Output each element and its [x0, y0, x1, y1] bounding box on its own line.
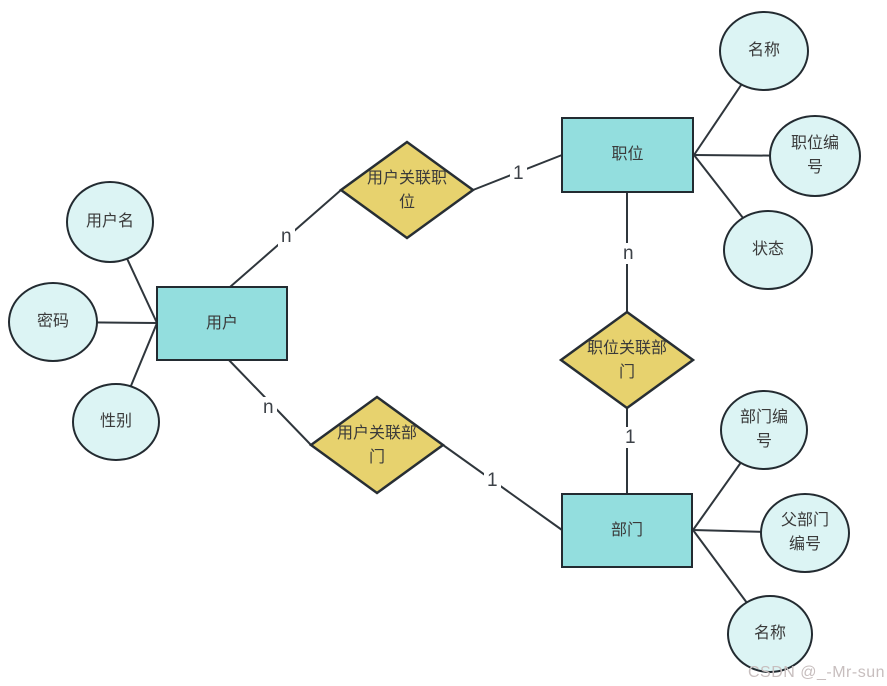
cardinality-department-to-rel-user-department: 1 — [484, 470, 501, 491]
attribute-position-status: 状态 — [723, 210, 813, 290]
attribute-department-id: 部门编 号 — [720, 390, 808, 470]
attribute-username: 用户名 — [66, 181, 154, 263]
csdn-watermark: CSDN @_-Mr-sun — [747, 664, 885, 681]
attribute-department-name: 名称 — [727, 595, 813, 673]
relationship-user-department-shape — [308, 395, 446, 495]
relationship-user-position-shape — [338, 140, 476, 240]
cardinality-position-to-rel-position-department: n — [620, 243, 637, 264]
cardinality-department-to-rel-position-department: 1 — [622, 427, 639, 448]
relationship-user-department-label: 用户关联部 门 — [336, 425, 417, 466]
attribute-password-label: 密码 — [36, 313, 69, 330]
cardinality-user-to-rel-user-position: n — [278, 226, 295, 247]
attribute-department-id-label: 部门编 号 — [739, 409, 788, 450]
attribute-parent-department-id: 父部门 编号 — [760, 493, 850, 573]
relationship-user-position-label: 用户关联职 位 — [366, 170, 447, 211]
entity-department-label: 部门 — [610, 521, 643, 539]
entity-user-label: 用户 — [205, 314, 238, 332]
attribute-username-label: 用户名 — [85, 213, 134, 230]
attribute-position-id-label: 职位编 号 — [790, 135, 839, 176]
attribute-position-name: 名称 — [719, 11, 809, 91]
cardinality-position-to-rel-user-position: 1 — [510, 163, 527, 184]
attribute-gender: 性别 — [72, 383, 160, 461]
attribute-position-name-label: 名称 — [747, 42, 780, 59]
attribute-gender-label: 性别 — [99, 413, 132, 430]
attribute-department-name-label: 名称 — [753, 625, 786, 642]
entity-position: 职位 — [561, 117, 694, 193]
attribute-parent-department-id-label: 父部门 编号 — [780, 512, 829, 553]
entity-department: 部门 — [561, 493, 693, 568]
attribute-position-id: 职位编 号 — [769, 115, 861, 197]
edge-rel-user-department-department — [442, 444, 563, 531]
entity-user: 用户 — [156, 286, 288, 361]
cardinality-user-to-rel-user-department: n — [260, 397, 277, 418]
attribute-password: 密码 — [8, 282, 98, 362]
entity-position-label: 职位 — [611, 146, 644, 163]
attribute-position-status-label: 状态 — [751, 241, 784, 258]
relationship-position-department-shape — [558, 310, 696, 410]
relationship-position-department-label: 职位关联部 门 — [586, 340, 667, 381]
